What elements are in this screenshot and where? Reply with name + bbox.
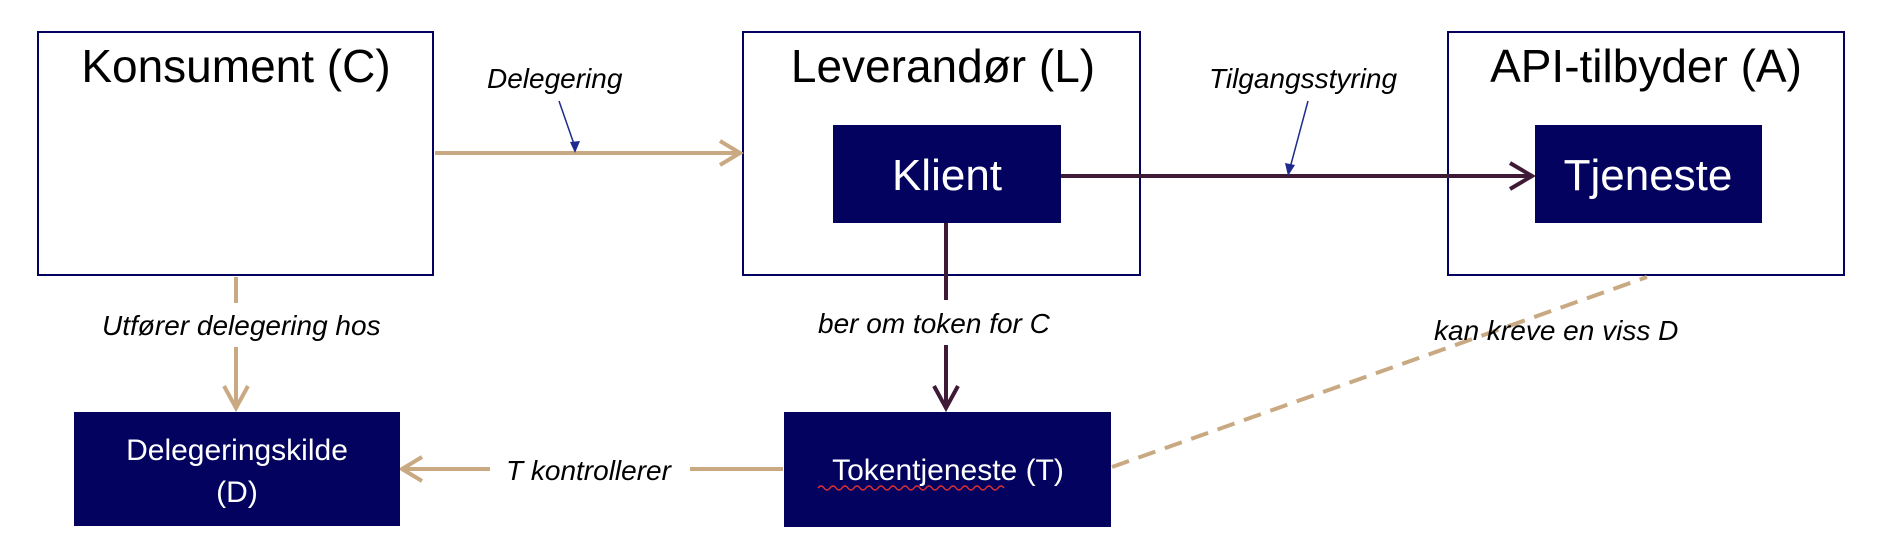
konsument-title: Konsument (C): [81, 40, 390, 92]
kan-kreve-label: kan kreve en viss D: [1434, 315, 1678, 346]
api-tilbyder-title: API-tilbyder (A): [1490, 40, 1802, 92]
tokentjeneste-label: Tokentjeneste (T): [832, 454, 1064, 487]
spellcheck-underline: [817, 485, 1005, 491]
delegeringskilde-label-line1: Delegeringskilde: [126, 434, 348, 467]
leverandor-title: Leverandør (L): [791, 40, 1095, 92]
ber-om-token-label: ber om token for C: [818, 308, 1051, 339]
klient-label: Klient: [892, 151, 1002, 200]
tjeneste-label: Tjeneste: [1564, 151, 1733, 200]
delegeringskilde-label-line2: (D): [216, 476, 258, 509]
delegering-label: Delegering: [487, 63, 623, 94]
ber-om-token-arrow: [932, 223, 960, 413]
t-kontrollerer-label: T kontrollerer: [506, 455, 673, 486]
konsument-box: [37, 31, 434, 276]
delegeringskilde-box: [74, 412, 400, 526]
tilgangsstyring-arrow: [1060, 161, 1536, 191]
tjeneste-box: [1535, 125, 1762, 223]
utforer-label: Utfører delegering hos: [102, 310, 381, 341]
t-kontrollerer-arrow: [398, 455, 783, 483]
tokentjeneste-box: [784, 412, 1111, 527]
klient-box: [833, 125, 1061, 223]
delegering-pointer: [558, 100, 580, 153]
delegering-arrow: [435, 139, 744, 167]
kan-kreve-dashed-line: [1111, 275, 1648, 469]
utforer-arrow: [222, 277, 250, 413]
tilgangsstyring-label: Tilgangsstyring: [1209, 63, 1397, 94]
tilgangsstyring-pointer: [1285, 100, 1309, 176]
